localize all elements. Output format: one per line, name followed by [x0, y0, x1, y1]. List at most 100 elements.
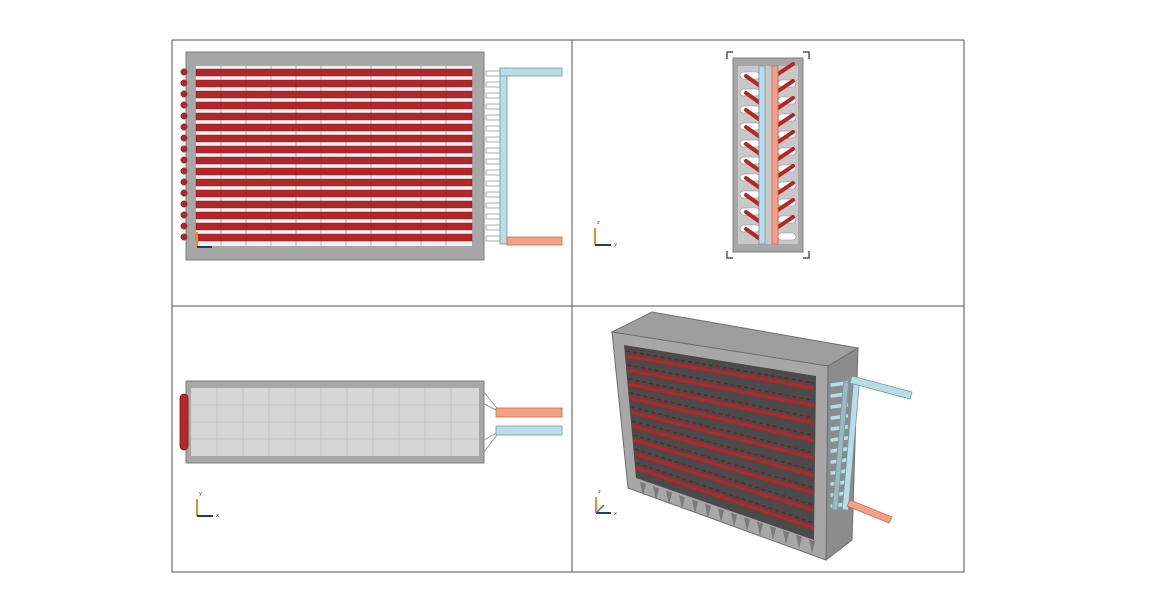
side-fin-slot — [777, 232, 797, 241]
front-header-stub — [485, 81, 501, 88]
side-tubes — [739, 62, 797, 241]
front-outlet-pipe — [506, 236, 563, 246]
iso-tube-back — [628, 378, 815, 419]
iso-bottom-tooth — [679, 495, 685, 510]
front-tube — [195, 79, 473, 88]
iso-tube-rows — [625, 350, 815, 530]
front-tube-rows — [195, 68, 473, 242]
side-tube — [744, 108, 762, 122]
top-view: y x — [179, 380, 563, 519]
iso-bottom-tooth — [731, 512, 737, 527]
side-tube — [776, 215, 795, 229]
top-right-connectors — [483, 391, 501, 453]
front-return-bend — [180, 178, 188, 186]
front-tube — [195, 233, 473, 242]
front-return-bend — [180, 222, 188, 230]
front-tube — [195, 68, 473, 77]
side-tube — [776, 113, 795, 127]
isometric-view: z x — [595, 311, 913, 562]
iso-outlet-pipe — [846, 499, 893, 524]
front-tube — [195, 178, 473, 187]
iso-bottom-tooth — [770, 526, 776, 540]
front-tube — [195, 211, 473, 220]
front-tube — [195, 101, 473, 110]
side-tube — [744, 142, 762, 156]
iso-bottom-teeth — [640, 482, 815, 554]
iso-bottom-tooth — [705, 504, 711, 518]
side-tube — [776, 198, 795, 212]
side-tube — [776, 164, 795, 178]
iso-tube — [626, 368, 815, 408]
iso-tube — [629, 396, 815, 443]
iso-bottom-tooth — [692, 499, 698, 514]
iso-tube — [631, 424, 815, 478]
side-tube — [744, 176, 762, 190]
side-tube — [776, 79, 795, 93]
iso-bottom-tooth — [653, 486, 659, 501]
iso-tube — [634, 452, 815, 513]
front-header-stub — [485, 191, 501, 198]
front-inlet-header — [499, 67, 508, 245]
front-return-bend — [180, 134, 188, 142]
iso-bottom-tooth — [718, 508, 724, 523]
front-return-bend — [180, 167, 188, 175]
side-tube — [776, 130, 795, 144]
front-header-stub — [485, 158, 501, 165]
side-inlet-pipe — [758, 65, 766, 245]
iso-bottom-tooth — [783, 530, 789, 545]
top-inlet-pipe — [495, 425, 563, 436]
front-return-bends — [180, 68, 188, 241]
iso-bottom-tooth — [640, 482, 646, 496]
iso-bottom-tooth — [809, 539, 815, 554]
front-inlet-pipe — [499, 67, 563, 77]
front-return-bend — [180, 145, 188, 153]
front-header-stub — [485, 70, 501, 77]
side-tube — [744, 193, 762, 207]
front-tube — [195, 145, 473, 154]
front-return-bend — [180, 68, 188, 76]
front-tube — [195, 222, 473, 231]
top-axis-vertical-label: y — [199, 491, 202, 497]
front-tube — [195, 200, 473, 209]
iso-tube — [630, 410, 815, 460]
iso-outlet-header — [831, 381, 849, 511]
front-header-stub — [485, 180, 501, 187]
top-outlet-pipe — [495, 407, 563, 418]
iso-tube-back — [630, 406, 815, 454]
side-tube — [776, 96, 795, 110]
front-return-bend — [180, 189, 188, 197]
front-return-bend — [180, 211, 188, 219]
front-return-bend — [180, 79, 188, 87]
iso-axis-vertical-label: z — [598, 489, 601, 495]
iso-tube-back — [627, 364, 815, 402]
side-brackets — [726, 51, 810, 259]
iso-tube — [625, 354, 815, 390]
side-tube — [776, 147, 795, 161]
side-view: z y — [594, 51, 810, 259]
view-grid — [171, 39, 965, 573]
iso-axis-triad: z x — [595, 489, 617, 517]
front-tube — [195, 167, 473, 176]
front-header-stub — [485, 103, 501, 110]
side-tube — [744, 159, 762, 173]
side-tube — [776, 181, 795, 195]
front-header-stub — [485, 125, 501, 132]
iso-bottom-tooth — [757, 521, 763, 536]
front-return-bend — [180, 101, 188, 109]
front-header-stub — [485, 224, 501, 231]
front-header-stub — [485, 92, 501, 99]
iso-tube-back — [634, 448, 815, 507]
top-left-bends — [179, 393, 189, 451]
front-return-bend — [180, 200, 188, 208]
front-return-bend — [180, 156, 188, 164]
side-tube — [744, 91, 762, 105]
iso-tube — [635, 466, 815, 530]
side-outlet-pipe — [771, 65, 779, 245]
front-header-stub — [485, 235, 501, 242]
front-tube — [195, 112, 473, 121]
iso-tube-back — [633, 434, 815, 489]
iso-tube-back — [632, 420, 815, 472]
front-header-stub — [485, 114, 501, 121]
side-axis-triad: z y — [594, 220, 617, 248]
